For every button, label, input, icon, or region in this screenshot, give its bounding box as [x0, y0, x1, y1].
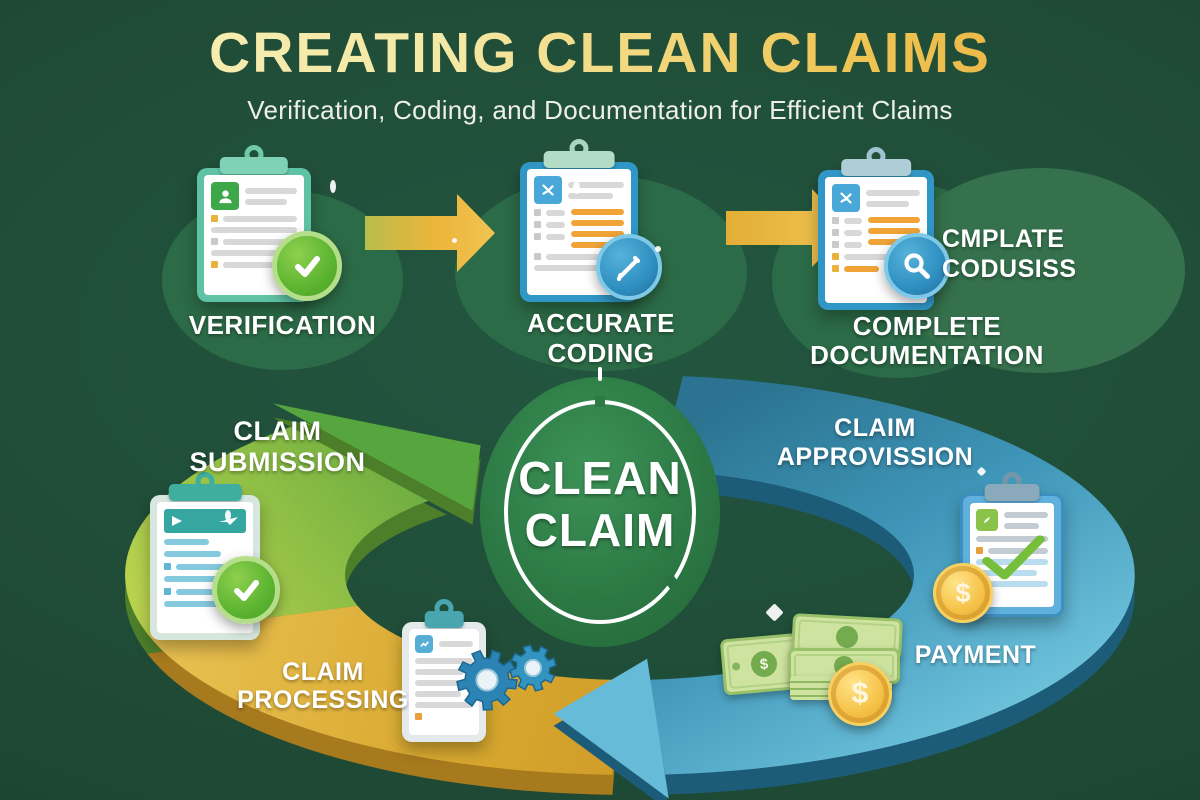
coding-pen-badge-icon	[596, 234, 662, 300]
leaf-icon	[976, 509, 998, 531]
payment-arrow-icon	[553, 658, 669, 799]
code-icon	[832, 184, 860, 212]
page-subtitle: Verification, Coding, and Documentation …	[247, 95, 953, 125]
verification-check-badge-icon	[272, 231, 342, 301]
payment-arrow-shadow	[553, 670, 668, 800]
approval-check-icon	[982, 535, 1045, 580]
page-title: CREATING CLEAN CLAIMS	[0, 23, 1200, 84]
speck-decoration	[655, 246, 661, 252]
approval-coin-icon: $	[933, 563, 993, 623]
speck-decoration	[372, 698, 377, 707]
document-icon	[415, 635, 433, 653]
payment-coin-icon: $	[828, 662, 892, 726]
documentation-magnifier-badge-icon	[884, 233, 950, 299]
submission-header-band	[164, 509, 246, 533]
verification-label: VERIFICATION	[188, 310, 377, 340]
speck-decoration	[330, 180, 336, 193]
coding-clipboard-icon	[520, 139, 638, 302]
speck-decoration	[225, 510, 231, 521]
speck-decoration	[765, 603, 784, 622]
processing-clipboard-icon	[402, 599, 486, 742]
code-icon	[534, 176, 562, 204]
gears-icon	[456, 644, 557, 711]
person-icon	[211, 182, 239, 210]
submission-check-badge-icon	[212, 556, 280, 624]
speck-decoration	[452, 238, 457, 243]
payment-label: PAYMENT	[914, 641, 1037, 669]
speck-decoration	[573, 181, 580, 194]
